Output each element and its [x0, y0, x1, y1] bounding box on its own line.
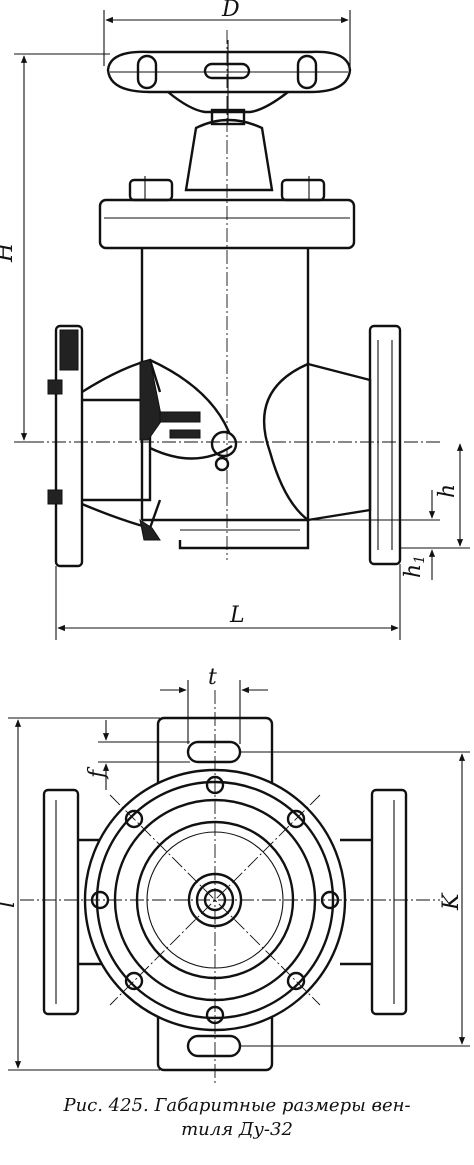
label-K: K [439, 892, 464, 911]
caption-line-1: Рис. 425. Габаритные размеры вен- [63, 1095, 411, 1116]
handwheel [106, 40, 352, 124]
label-H: H [0, 242, 18, 263]
dimension-K: K [240, 751, 470, 1047]
dimension-D: D [103, 0, 351, 66]
caption-line-2: тиля Ду-32 [181, 1119, 293, 1140]
left-flange [47, 324, 238, 568]
side-view: D H h h1 L [0, 0, 470, 640]
figure-caption: Рис. 425. Габаритные размеры вен- тиля Д… [0, 1094, 474, 1142]
label-l: l [0, 901, 20, 908]
right-flange [262, 324, 402, 566]
dimension-t: t [160, 665, 268, 744]
label-L: L [229, 603, 245, 628]
label-t: t [208, 665, 217, 690]
label-h: h [435, 484, 460, 498]
dimension-l: l [0, 717, 160, 1071]
valve-drawing: D H h h1 L [0, 0, 470, 1085]
label-h1: h1 [401, 555, 428, 578]
dimension-h1: h1 [300, 490, 440, 580]
dimension-H: H [0, 53, 110, 443]
label-D: D [221, 0, 240, 22]
valve-body [140, 248, 310, 550]
top-view: t f l K [0, 665, 470, 1085]
dimension-h: h [400, 443, 470, 549]
dimension-L: L [55, 564, 401, 640]
